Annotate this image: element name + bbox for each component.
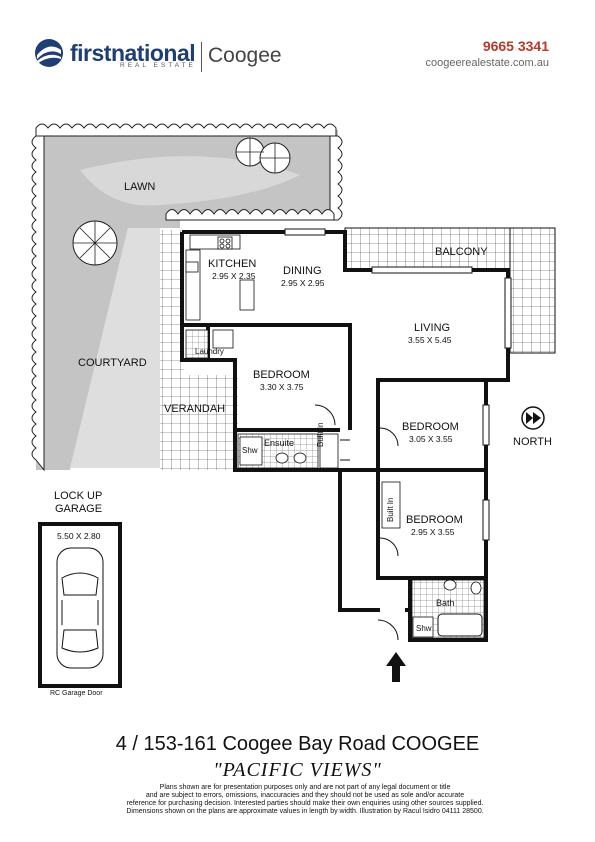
- hedge-shrubs: [31, 123, 343, 472]
- disclaimer-line: reference for purchasing decision. Inter…: [126, 800, 484, 807]
- tree-icon: [235, 137, 291, 174]
- label-courtyard: COURTYARD: [78, 357, 147, 369]
- lawn-path: [80, 156, 300, 206]
- laundry-tiles: [185, 329, 209, 359]
- disclaimer: Plans shown are for presentation purpose…: [120, 784, 490, 816]
- disclaimer-line: and are subject to errors, omissions, in…: [145, 792, 465, 799]
- label-living: LIVING: [414, 322, 451, 334]
- disclaimer-line: Dimensions shown on the plans are approx…: [126, 808, 484, 815]
- dim-bedroom2: 3.05 X 3.55: [409, 434, 453, 444]
- courtyard-area: [70, 228, 160, 468]
- website-link[interactable]: coogeerealestate.com.au: [425, 57, 549, 69]
- toilet-icon: [275, 452, 289, 464]
- property-address: 4 / 153-161 Coogee Bay Road COOGEE: [115, 733, 480, 755]
- north-arrow-icon: [521, 406, 545, 430]
- first-national-logo-icon: [35, 39, 63, 67]
- brand-divider: [201, 42, 202, 72]
- brand-tagline: REAL ESTATE: [120, 62, 196, 69]
- tree-icon: [72, 220, 118, 266]
- label-ensuite: Ensuite: [264, 438, 295, 448]
- label-bath: Bath: [436, 598, 455, 608]
- label-garage-line1: LOCK UP: [54, 490, 103, 502]
- header: firstnational REAL ESTATE Coogee 9665 33…: [0, 0, 595, 90]
- window-marks: [284, 228, 512, 541]
- entry-arrow-icon: [386, 652, 406, 682]
- label-garage-door: RC Garage Door: [50, 690, 103, 697]
- disclaimer-line: Plans shown are for presentation purpose…: [159, 784, 451, 791]
- label-laundry: Laundry: [195, 347, 224, 356]
- basin-icon: [443, 579, 457, 591]
- dim-bedroom3: 2.95 X 3.55: [411, 527, 455, 537]
- verandah-tiles-bottom: [160, 375, 238, 470]
- shower-box: [412, 616, 434, 638]
- label-shower2: Shw: [416, 624, 432, 633]
- phone-number[interactable]: 9665 3341: [482, 38, 549, 54]
- kitchen-fixtures: [185, 234, 255, 349]
- label-dining: DINING: [283, 265, 322, 277]
- property-tagline: "PACIFIC VIEWS": [213, 759, 382, 781]
- label-north: NORTH: [513, 436, 552, 448]
- dim-kitchen: 2.95 X 2.35: [212, 271, 256, 281]
- door-swings: [314, 404, 399, 641]
- bathtub: [437, 613, 483, 637]
- car-icon: [56, 547, 104, 669]
- built-in-robe: [381, 481, 401, 529]
- label-bedroom2: BEDROOM: [402, 421, 459, 433]
- built-in-robe: [319, 433, 339, 469]
- label-bedroom1: BEDROOM: [253, 369, 310, 381]
- shower-box: [239, 436, 263, 466]
- label-builtin2: Built In: [386, 497, 395, 522]
- dim-bedroom1: 3.30 X 3.75: [260, 382, 304, 392]
- balcony-tiles-side: [509, 227, 556, 354]
- dim-living: 3.55 X 5.45: [408, 335, 452, 345]
- label-verandah: VERANDAH: [164, 403, 226, 415]
- label-builtin1: Built In: [316, 422, 325, 447]
- label-lawn: LAWN: [124, 181, 156, 193]
- label-shower1: Shw: [242, 446, 258, 455]
- dim-dining: 2.95 X 2.95: [281, 278, 325, 288]
- label-garage-line2: GARAGE: [55, 503, 103, 515]
- label-balcony: BALCONY: [435, 246, 488, 258]
- basin-icon: [293, 452, 307, 464]
- label-bedroom3: BEDROOM: [406, 514, 463, 526]
- label-kitchen: KITCHEN: [208, 258, 257, 270]
- dim-garage: 5.50 X 2.80: [57, 531, 101, 541]
- office-name: Coogee: [208, 44, 282, 67]
- brand-name: firstnational: [70, 40, 196, 66]
- toilet-icon: [470, 581, 482, 595]
